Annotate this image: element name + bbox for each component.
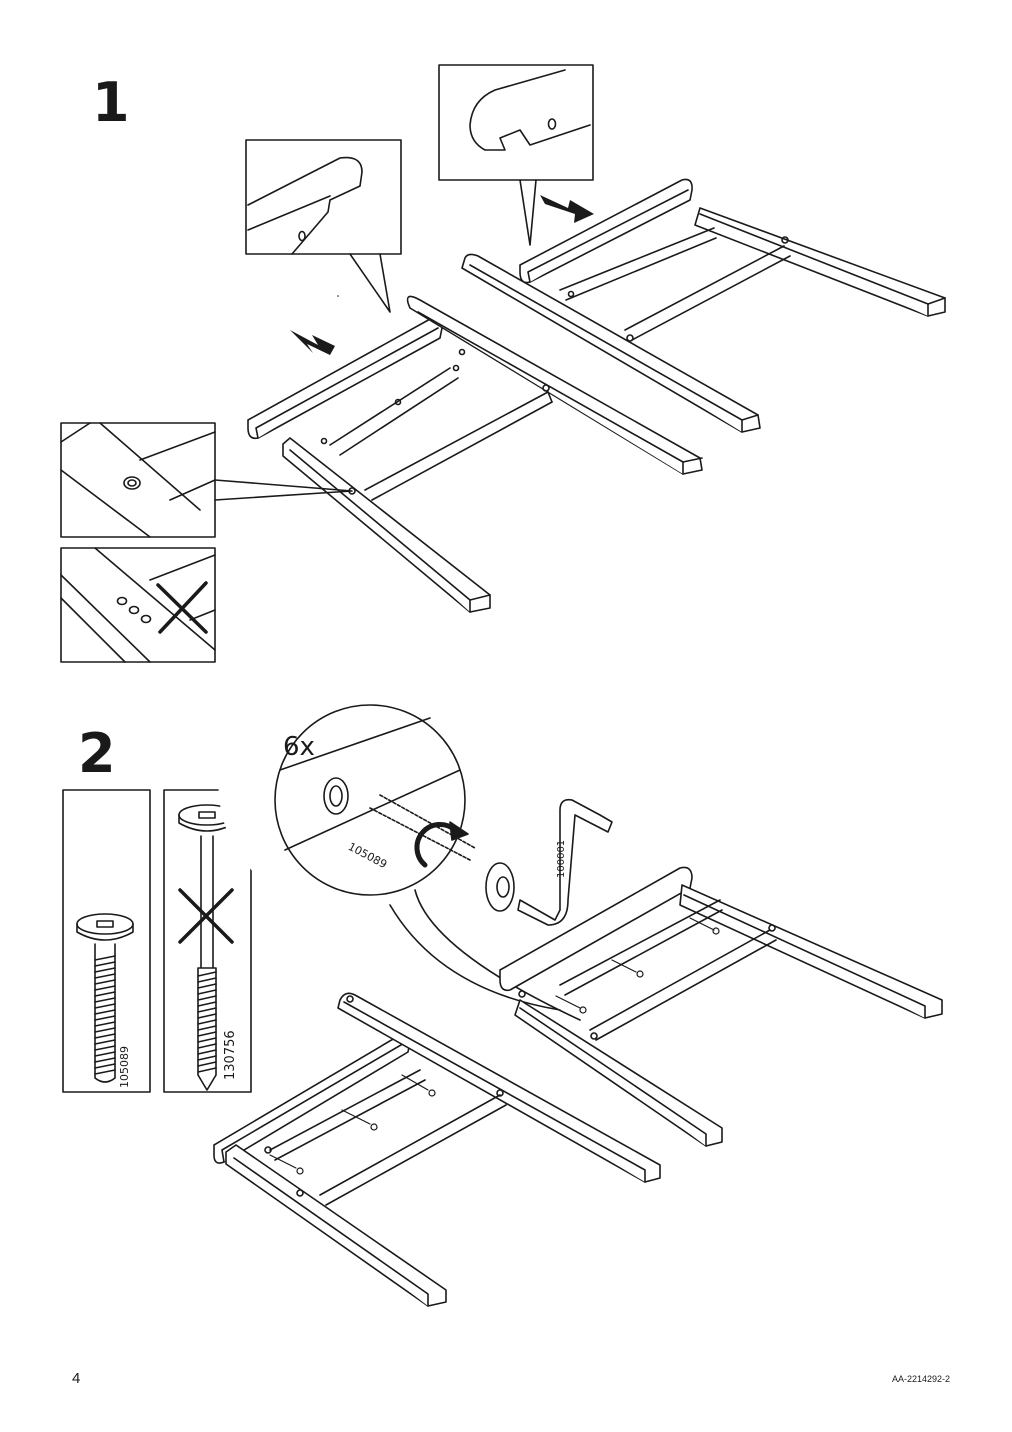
hole-icon [496,1089,504,1097]
hole-icon [590,1032,598,1040]
quantity-label: 6x [283,732,315,762]
hole-icon [452,364,460,372]
hole-icon [296,1189,304,1197]
hole-icon [781,236,789,244]
side-frame-right [461,178,946,433]
detail-bolt-insert [218,660,581,1021]
hex-key-icon [517,798,613,926]
arrow-icon [290,330,335,355]
hole-icon [346,995,354,1003]
detail-wrong-holes [60,547,216,663]
side-frame-left [247,295,703,613]
step-1-number: 1 [92,71,130,134]
hole-icon [264,1146,272,1154]
step-2-number: 2 [78,722,116,785]
frame-step2-right [499,866,943,1147]
hole-icon [768,924,776,932]
bolt-icon [555,917,720,1014]
frame-step2-left [213,295,661,1307]
wrong-bolt-part-number: 130756 [223,1030,238,1080]
document-code: AA-2214292-2 [891,1374,950,1384]
page-number: 4 [72,1370,81,1387]
cross-icon [156,581,208,634]
bolt-icon [269,1074,436,1175]
part-box-105089 [62,789,151,1093]
bolt-part-number: 105089 [118,1046,131,1088]
cross-icon [178,888,234,944]
detail-correct-hole [60,422,353,538]
hole-icon [394,398,402,406]
detail-rail-end-left [245,139,402,313]
arrow-icon [540,195,594,223]
hole-icon [320,437,328,445]
hole-icon [626,334,634,342]
hole-icon [518,990,526,998]
hole-icon [567,290,575,298]
detail-rail-end-right [438,64,594,246]
hole-icon [542,384,550,392]
key-part-number: 100001 [556,839,567,878]
hole-icon [458,348,466,356]
